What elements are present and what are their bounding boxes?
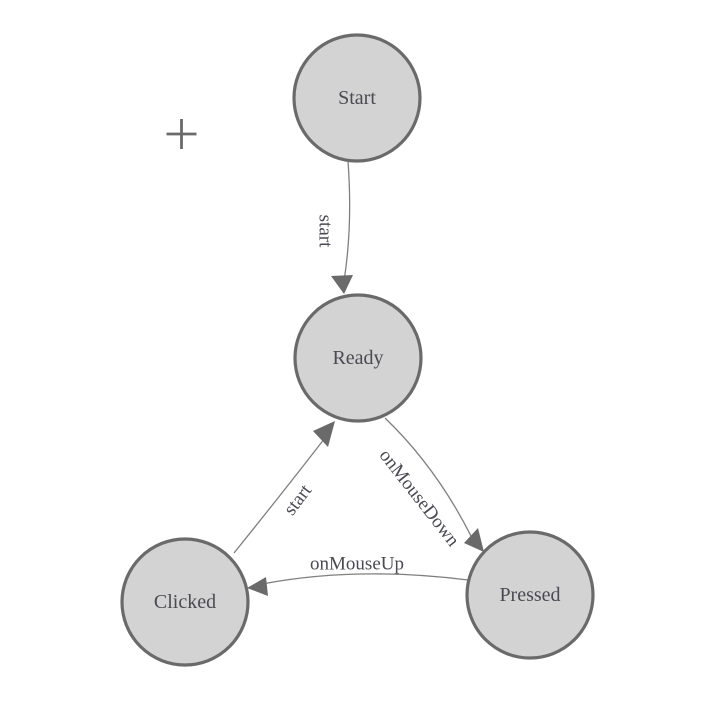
arrowhead-into-ready-top <box>331 275 353 294</box>
arrowhead-into-clicked <box>247 577 268 596</box>
node-clicked-label: Clicked <box>154 591 216 613</box>
plus-crosshair-icon <box>166 119 197 149</box>
node-start-shape <box>292 33 422 163</box>
node-ready[interactable]: Ready <box>293 293 423 423</box>
node-clicked-shape <box>120 537 250 667</box>
node-start-label: Start <box>338 87 376 109</box>
node-ready-shape <box>293 293 423 423</box>
edge-pressed-to-clicked-line <box>261 573 469 585</box>
node-ready-label: Ready <box>332 347 383 369</box>
edge-label-onmouseup: onMouseUp <box>310 554 404 575</box>
node-clicked[interactable]: Clicked <box>120 537 250 667</box>
edge-clicked-to-ready-line <box>233 433 329 554</box>
edge-ready-to-pressed[interactable]: onMouseDown <box>375 417 484 552</box>
arrowhead-into-ready-bottom <box>313 421 335 447</box>
edge-start-to-ready-line <box>343 160 351 282</box>
node-pressed-shape <box>465 530 595 660</box>
edge-clicked-to-ready[interactable]: start <box>233 421 335 554</box>
arrowhead-into-pressed <box>464 528 484 552</box>
node-start[interactable]: Start <box>292 33 422 163</box>
node-pressed[interactable]: Pressed <box>465 530 595 660</box>
edge-pressed-to-clicked[interactable]: onMouseUp <box>247 554 469 597</box>
edge-ready-to-pressed-line <box>384 417 473 539</box>
edge-label-start-top: start <box>315 215 336 248</box>
edge-start-to-ready[interactable]: start <box>315 160 354 294</box>
edge-label-start-bottom: start <box>280 480 317 519</box>
node-pressed-label: Pressed <box>499 584 560 606</box>
